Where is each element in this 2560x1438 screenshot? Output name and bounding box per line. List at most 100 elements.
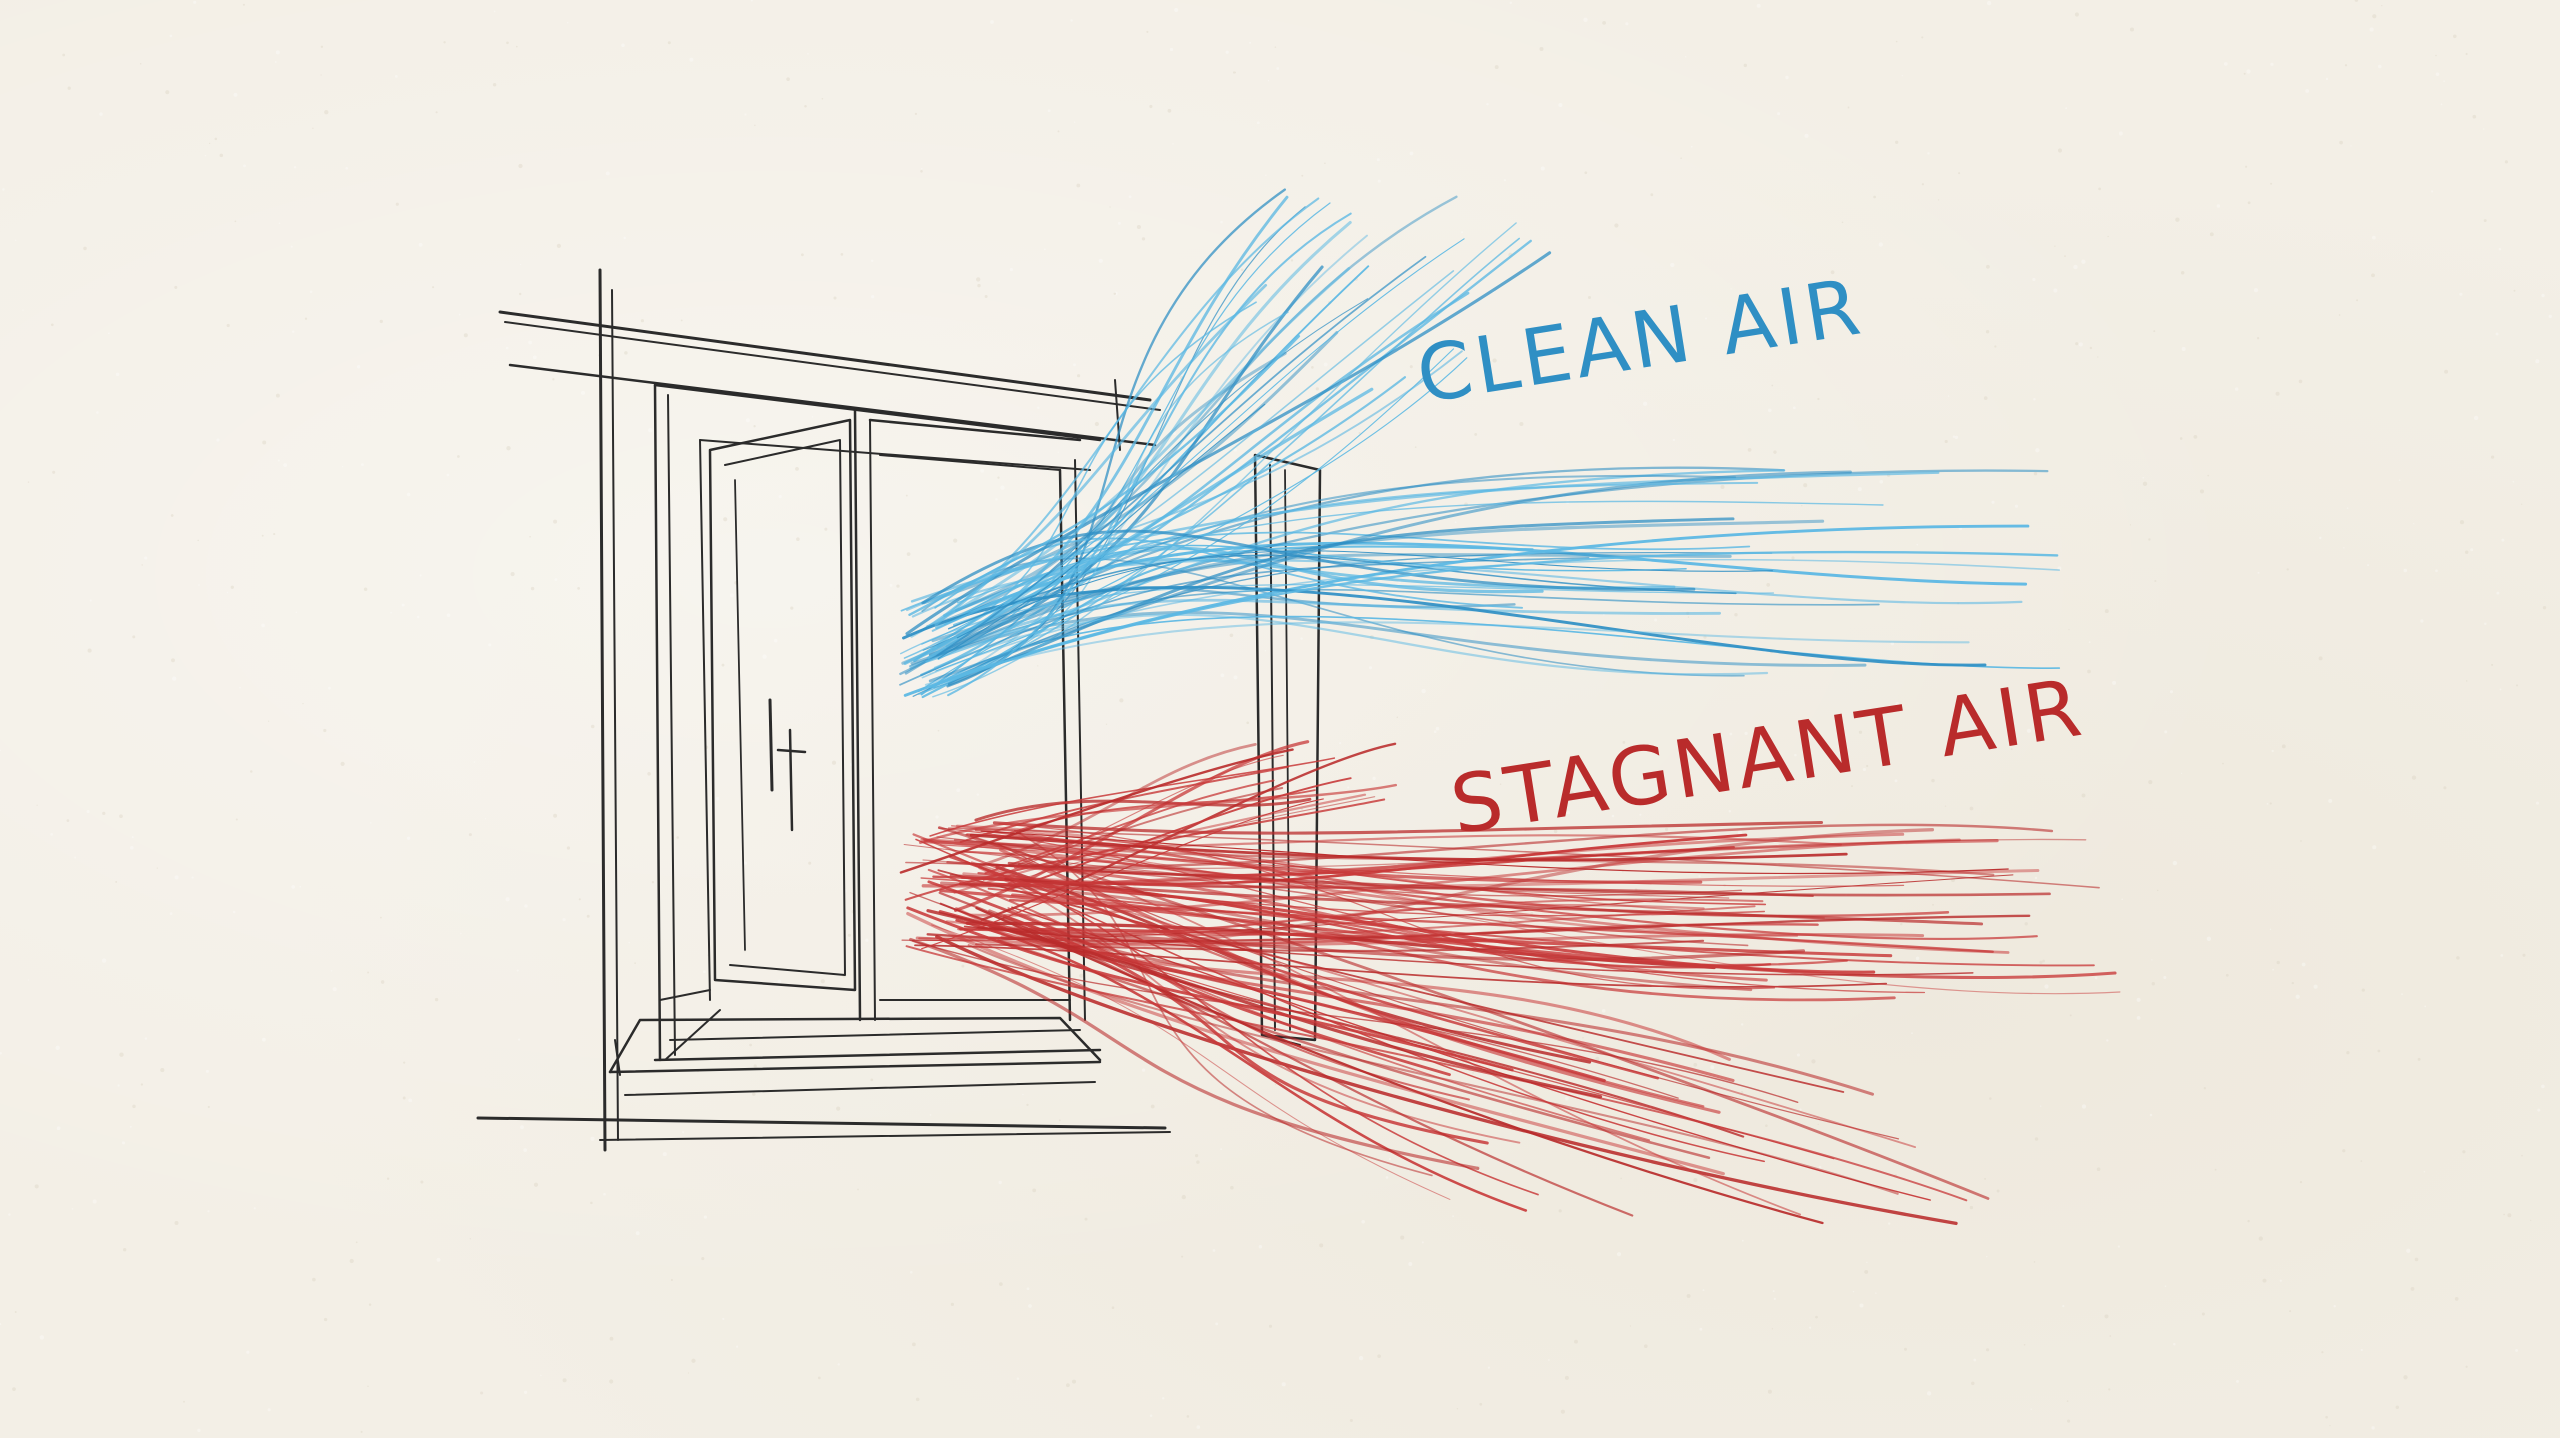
paper-speck: [2270, 802, 2272, 804]
paper-speck: [857, 1189, 859, 1191]
paper-speck: [2343, 547, 2344, 548]
paper-speck: [1275, 1084, 1277, 1086]
paper-speck: [2361, 1160, 2363, 1162]
paper-speck: [2350, 145, 2351, 146]
paper-speck: [2039, 961, 2042, 964]
paper-speck: [1278, 1017, 1279, 1018]
paper-speck: [2235, 387, 2238, 390]
paper-speck: [1927, 1391, 1931, 1395]
paper-speck: [2413, 523, 2414, 524]
paper-speck: [520, 1125, 524, 1129]
paper-speck: [1241, 268, 1244, 271]
paper-speck: [668, 41, 671, 44]
paper-speck: [1079, 974, 1083, 978]
paper-speck: [1665, 828, 1668, 831]
paper-speck: [2068, 629, 2069, 630]
paper-speck: [1027, 1287, 1030, 1290]
paper-speck: [2030, 1409, 2031, 1410]
paper-speck: [824, 528, 827, 531]
paper-speck: [1911, 1032, 1913, 1034]
paper-speck: [2459, 293, 2462, 296]
paper-speck: [1434, 730, 1437, 733]
paper-speck: [130, 846, 134, 850]
paper-speck: [2453, 34, 2457, 38]
paper-speck: [144, 556, 147, 559]
paper-speck: [1095, 422, 1099, 426]
paper-speck: [174, 286, 177, 289]
paper-speck: [459, 314, 461, 316]
paper-speck: [198, 584, 200, 586]
paper-speck: [1688, 616, 1689, 617]
paper-speck: [197, 1429, 200, 1432]
paper-speck: [74, 857, 76, 859]
paper-speck: [2462, 1150, 2465, 1153]
paper-speck: [2521, 504, 2522, 505]
paper-speck: [356, 1241, 358, 1243]
paper-speck: [1234, 675, 1238, 679]
paper-speck: [2339, 314, 2341, 316]
paper-speck: [865, 939, 868, 942]
paper-speck: [62, 54, 65, 57]
paper-speck: [227, 592, 228, 593]
paper-speck: [749, 1044, 752, 1047]
paper-speck: [1221, 673, 1225, 677]
paper-speck: [2204, 1087, 2206, 1089]
paper-speck: [506, 897, 510, 901]
paper-speck: [976, 277, 980, 281]
paper-speck: [736, 1346, 738, 1348]
paper-speck: [68, 87, 71, 90]
paper-speck: [1347, 786, 1349, 788]
paper-speck: [2549, 315, 2552, 318]
paper-speck: [1195, 1154, 1198, 1157]
paper-speck: [464, 333, 468, 337]
paper-speck: [268, 721, 269, 722]
paper-speck: [1422, 1241, 1424, 1243]
paper-speck: [1559, 1209, 1562, 1212]
paper-speck: [977, 284, 980, 287]
paper-speck: [2137, 998, 2141, 1002]
paper-speck: [207, 1210, 209, 1212]
paper-speck: [2404, 569, 2407, 572]
paper-speck: [1109, 206, 1110, 207]
paper-speck: [283, 463, 287, 467]
paper-speck: [1461, 231, 1463, 233]
paper-speck: [96, 411, 99, 414]
paper-speck: [268, 1408, 271, 1411]
paper-speck: [390, 612, 392, 614]
paper-speck: [801, 253, 804, 256]
paper-speck: [1614, 223, 1618, 227]
paper-speck: [531, 587, 534, 590]
paper-speck: [420, 1180, 423, 1183]
paper-speck: [2372, 1426, 2375, 1429]
paper-speck: [276, 50, 280, 54]
paper-speck: [1119, 698, 1123, 702]
paper-speck: [1181, 1256, 1183, 1258]
paper-speck: [1602, 1009, 1605, 1012]
paper-speck: [774, 639, 777, 642]
paper-speck: [50, 833, 53, 836]
paper-speck: [590, 1137, 594, 1141]
paper-speck: [2326, 78, 2328, 80]
paper-speck: [1785, 76, 1788, 79]
paper-speck: [160, 1068, 164, 1072]
paper-speck: [2082, 794, 2086, 798]
paper-speck: [2378, 1050, 2381, 1053]
paper-speck: [524, 1391, 527, 1394]
paper-speck: [1693, 1178, 1697, 1182]
paper-speck: [833, 296, 836, 299]
paper-speck: [2491, 455, 2494, 458]
paper-speck: [786, 77, 790, 81]
paper-speck: [553, 520, 557, 524]
paper-speck: [1691, 146, 1693, 148]
paper-speck: [2040, 1106, 2041, 1107]
paper-speck: [205, 155, 206, 156]
paper-speck: [1766, 583, 1770, 587]
paper-speck: [1035, 903, 1036, 904]
paper-speck: [520, 264, 521, 265]
paper-speck: [2347, 507, 2349, 509]
paper-speck: [1748, 448, 1752, 452]
paper-speck: [1673, 439, 1675, 441]
paper-speck: [1048, 109, 1051, 112]
paper-speck: [367, 972, 369, 974]
paper-speck: [1017, 1378, 1019, 1380]
